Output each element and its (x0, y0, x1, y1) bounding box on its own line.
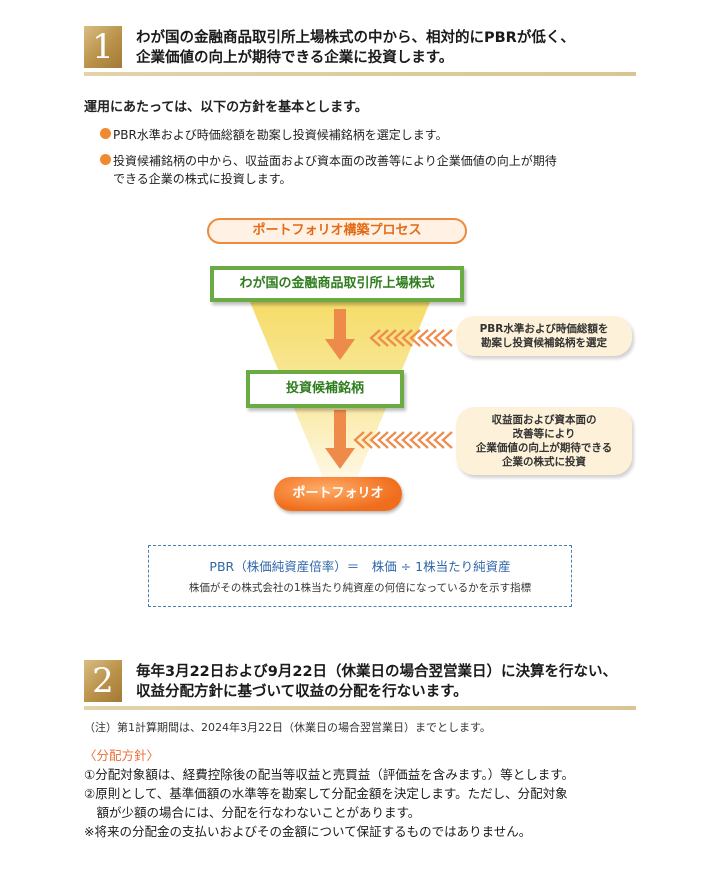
bullet-item-1: PBR水準および時価総額を勘案し投資候補銘柄を選定します。 (100, 126, 660, 144)
section-1-title: わが国の金融商品取引所上場株式の中から、相対的にPBRが低く、 企業価値の向上が… (136, 28, 575, 68)
pbr-definition-box: PBR（株価純資産倍率）＝ 株価 ÷ 1株当たり純資産 株価がその株式会社の1株… (148, 545, 572, 607)
selection-note-line-1: PBR水準および時価総額を (479, 323, 609, 335)
section-1-number-badge: 1 (84, 26, 122, 68)
investment-note-line-2: 改善等により (512, 428, 576, 440)
investment-note-line-4: 企業の株式に投資 (501, 456, 586, 468)
investment-note-line-1: 収益面および資本面の (491, 414, 597, 426)
bullet-1-line-1: PBR水準および時価総額を勘案し投資候補銘柄を選定します。 (113, 128, 448, 142)
portfolio-oval: ポートフォリオ (274, 477, 402, 511)
bullet-dot-icon (100, 154, 111, 165)
pbr-description: 株価がその株式会社の1株当たり純資産の何倍になっているかを示す指標 (188, 582, 532, 594)
bullet-dot-icon (100, 128, 111, 139)
footnote-text: （注）第1計算期間は、2024年3月22日（休業日の場合翌営業日）までとします。 (84, 721, 491, 734)
section-2-number-badge: 2 (84, 660, 122, 702)
section-1-title-line-2: 企業価値の向上が期待できる企業に投資します。 (136, 50, 454, 66)
policy-title: 〈分配方針〉 (84, 748, 160, 763)
pbr-formula: PBR（株価純資産倍率）＝ 株価 ÷ 1株当たり純資産 (209, 559, 511, 574)
chevron-arrows-icon (353, 431, 453, 449)
universe-box: わが国の金融商品取引所上場株式 (210, 266, 464, 302)
section-2-title-line-2: 収益分配方針に基づいて収益の分配を行ないます。 (136, 684, 468, 700)
process-label: ポートフォリオ構築プロセス (207, 218, 467, 244)
section-2-title: 毎年3月22日および9月22日（休業日の場合翌営業日）に決算を行ない、 収益分配… (136, 662, 617, 702)
intro-text: 運用にあたっては、以下の方針を基本とします。 (84, 100, 368, 115)
section-2-title-line-1: 毎年3月22日および9月22日（休業日の場合翌営業日）に決算を行ない、 (136, 664, 618, 680)
investment-note-bubble: 収益面および資本面の 改善等により 企業価値の向上が期待できる 企業の株式に投資 (456, 407, 632, 475)
policy-item-1: ①分配対象額は、経費控除後の配当等収益と売買益（評価益を含みます。）等とします。 (84, 767, 574, 782)
down-arrow-icon (325, 309, 355, 360)
section-2-divider (84, 706, 636, 710)
bullet-item-2: 投資候補銘柄の中から、収益面および資本面の改善等により企業価値の向上が期待 でき… (100, 152, 660, 188)
candidates-box: 投資候補銘柄 (246, 370, 404, 408)
chevron-arrows-icon (369, 329, 453, 347)
investment-note-line-3: 企業価値の向上が期待できる (475, 442, 613, 454)
bullet-2-line-2: できる企業の株式に投資します。 (113, 172, 292, 186)
down-arrow-icon (325, 410, 355, 469)
bullet-2-line-1: 投資候補銘柄の中から、収益面および資本面の改善等により企業価値の向上が期待 (113, 154, 557, 168)
section-1-divider (84, 72, 636, 76)
selection-note-line-2: 勘案し投資候補銘柄を選定 (480, 337, 607, 349)
policy-item-2-continued: 額が少額の場合には、分配を行なわないことがあります。 (84, 805, 421, 820)
policy-item-2: ②原則として、基準価額の水準等を勘案して分配金額を決定します。ただし、分配対象 (84, 786, 568, 801)
section-1-title-line-1: わが国の金融商品取引所上場株式の中から、相対的にPBRが低く、 (136, 30, 575, 46)
policy-disclaimer: ※将来の分配金の支払いおよびその金額について保証するものではありません。 (84, 824, 532, 839)
selection-note-bubble: PBR水準および時価総額を 勘案し投資候補銘柄を選定 (456, 316, 632, 356)
